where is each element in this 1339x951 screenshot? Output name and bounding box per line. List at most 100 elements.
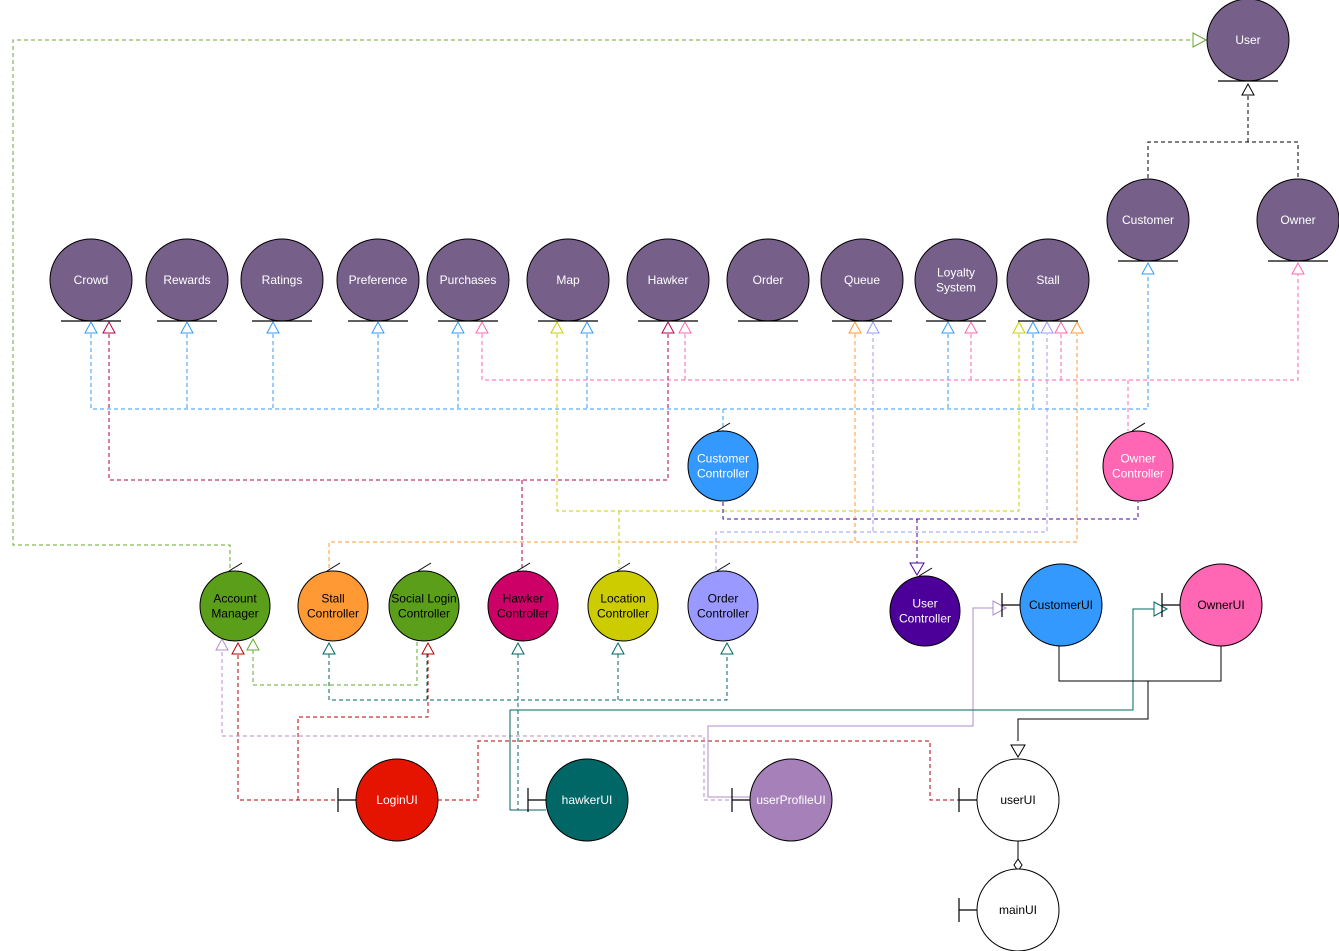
generalization-arrowhead xyxy=(661,320,675,334)
loginui-account-manager-link xyxy=(237,654,356,801)
node-label: User xyxy=(1235,33,1260,47)
lavender-branch xyxy=(873,334,1048,533)
connector-layer xyxy=(12,32,1305,872)
entity-ratings[interactable]: Ratings xyxy=(240,238,324,322)
generalization-arrowhead xyxy=(451,320,465,334)
generalization-arrowhead xyxy=(1026,320,1040,334)
control-arrow-icon xyxy=(326,562,341,572)
generalization-arrowhead xyxy=(1070,320,1084,334)
node-label: Rewards xyxy=(163,273,210,287)
customer-controller-entity-bus xyxy=(90,274,1149,410)
generalization-arrowhead xyxy=(421,641,435,655)
control-circle xyxy=(687,570,759,642)
entity-user[interactable]: User xyxy=(1206,0,1290,82)
node-label: Order xyxy=(708,592,739,606)
boundary-customer-ui[interactable]: CustomerUI xyxy=(1001,563,1103,647)
owner-controller-entity-bus xyxy=(481,274,1299,381)
boundary-main-ui[interactable]: mainUI xyxy=(958,868,1060,951)
node-label: mainUI xyxy=(999,903,1037,917)
boundary-circle xyxy=(1179,563,1263,647)
boundary-hawker-ui[interactable]: hawkerUI xyxy=(527,758,629,842)
generalization-arrowhead xyxy=(1012,320,1026,334)
node-label: Loyalty xyxy=(937,266,975,280)
entity-crowd[interactable]: Crowd xyxy=(49,238,133,322)
hawker-controller-entity-link xyxy=(108,334,669,481)
social-login-account-manager-link xyxy=(252,642,418,686)
boundary-circle xyxy=(749,758,833,842)
boundary-circle xyxy=(976,758,1060,842)
entity-preference[interactable]: Preference xyxy=(336,238,420,322)
generalization-arrowhead xyxy=(1054,320,1068,334)
node-label: userProfileUI xyxy=(756,793,825,807)
boundary-owner-ui[interactable]: OwnerUI xyxy=(1161,563,1263,647)
generalization-arrowhead xyxy=(580,320,594,334)
generalization-arrowhead xyxy=(678,320,692,334)
entity-map[interactable]: Map xyxy=(526,238,610,322)
generalization-arrowhead xyxy=(992,600,1008,616)
generalization-arrowhead xyxy=(1241,82,1255,96)
entity-queue[interactable]: Queue xyxy=(820,238,904,322)
entity-customer[interactable]: Customer xyxy=(1106,178,1190,262)
node-label: Customer xyxy=(1122,213,1174,227)
node-label: CustomerUI xyxy=(1029,598,1093,612)
customer-owner-user-link xyxy=(1147,141,1299,178)
hawkerui-ownerui-link xyxy=(509,608,1154,811)
node-label: Crowd xyxy=(74,273,109,287)
entity-rewards[interactable]: Rewards xyxy=(145,238,229,322)
generalization-arrowhead xyxy=(941,320,955,334)
account-manager-user-link xyxy=(12,39,1193,568)
control-circle xyxy=(487,570,559,642)
boundary-circle xyxy=(976,868,1060,951)
boundary-user-profile-ui[interactable]: userProfileUI xyxy=(731,758,833,842)
entity-order[interactable]: Order xyxy=(726,238,810,322)
control-circle xyxy=(388,570,460,642)
node-label: Controller xyxy=(307,607,359,621)
node-label: Location xyxy=(600,592,645,606)
userprofileui-customerui-link xyxy=(707,607,993,798)
node-label: userUI xyxy=(1000,793,1035,807)
node-label: Hawker xyxy=(503,592,544,606)
generalization-arrowhead xyxy=(550,320,564,334)
node-label: OwnerUI xyxy=(1197,598,1244,612)
generalization-arrowhead xyxy=(1153,601,1169,617)
entity-hawker[interactable]: Hawker xyxy=(626,238,710,322)
boundary-circle xyxy=(1019,563,1103,647)
entity-purchases[interactable]: Purchases xyxy=(426,238,510,322)
control-circle xyxy=(199,570,271,642)
boundary-login-ui[interactable]: LoginUI xyxy=(337,758,439,842)
node-label: Controller xyxy=(497,607,549,621)
node-label: Owner xyxy=(1120,452,1155,466)
node-label: Controller xyxy=(697,467,749,481)
controller-stall-bus xyxy=(328,654,728,701)
node-label: Stall xyxy=(1036,273,1059,287)
generalization-arrowhead xyxy=(964,320,978,334)
generalization-arrowhead xyxy=(611,641,625,655)
control-arrow-icon xyxy=(516,562,531,572)
node-label: Controller xyxy=(697,607,749,621)
generalization-arrowhead xyxy=(322,641,336,655)
control-arrow-icon xyxy=(716,562,731,572)
generalization-arrowhead xyxy=(371,320,385,334)
teal-branch xyxy=(510,654,519,811)
generalization-arrowhead xyxy=(180,320,194,334)
generalization-arrowhead xyxy=(266,320,280,334)
control-circle xyxy=(297,570,369,642)
node-label: Controller xyxy=(899,612,951,626)
boundary-user-ui[interactable]: userUI xyxy=(958,758,1060,842)
control-circle xyxy=(889,575,961,647)
node-label: Controller xyxy=(597,607,649,621)
node-label: Social Login xyxy=(391,592,456,606)
uis-userui-link xyxy=(1058,640,1222,682)
entity-stall[interactable]: Stall xyxy=(1006,238,1090,322)
entity-owner[interactable]: Owner xyxy=(1256,178,1339,262)
